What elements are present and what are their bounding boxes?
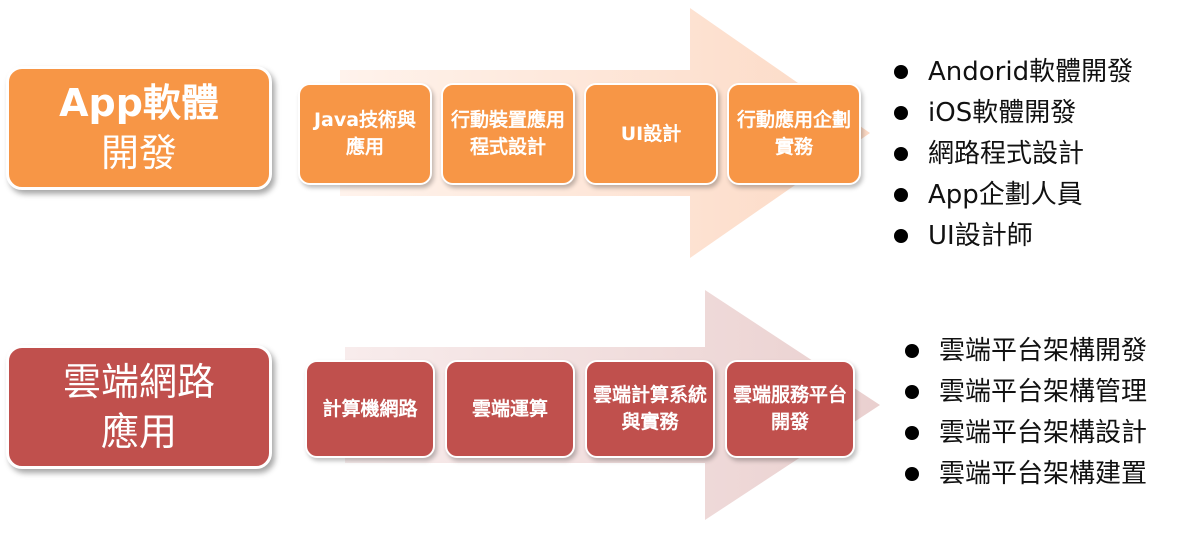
bullet-icon xyxy=(905,344,919,358)
bullet-icon xyxy=(905,385,919,399)
app-development-title: App軟體 開發 xyxy=(6,66,272,190)
list-item: 雲端平台架構建置 xyxy=(905,454,1147,495)
list-item-label: 雲端平台架構管理 xyxy=(939,377,1148,407)
list-item: Andorid軟體開發 xyxy=(894,52,1133,93)
list-item-label: iOS軟體開發 xyxy=(928,98,1077,128)
cloud-career-list: 雲端平台架構開發 雲端平台架構管理 雲端平台架構設計 雲端平台架構建置 xyxy=(905,331,1147,495)
list-item-label: App企劃人員 xyxy=(928,180,1083,210)
list-item: 網路程式設計 xyxy=(894,134,1133,175)
list-item: App企劃人員 xyxy=(894,175,1133,216)
bullet-icon xyxy=(894,106,908,120)
list-item: UI設計師 xyxy=(894,216,1133,257)
step-cloud-platform: 雲端服務平台開發 xyxy=(725,360,855,458)
list-item-label: 雲端平台架構開發 xyxy=(939,336,1148,366)
list-item: 雲端平台架構管理 xyxy=(905,372,1147,413)
step-mobile-planning: 行動應用企劃實務 xyxy=(727,83,861,185)
bullet-icon xyxy=(894,65,908,79)
bullet-icon xyxy=(894,188,908,202)
list-item-label: 網路程式設計 xyxy=(928,139,1085,169)
step-ui-design: UI設計 xyxy=(584,83,718,185)
app-career-list: Andorid軟體開發 iOS軟體開發 網路程式設計 App企劃人員 UI設計師 xyxy=(894,52,1133,257)
title-line: 開發 xyxy=(100,131,177,175)
bullet-icon xyxy=(905,467,919,481)
cloud-network-title: 雲端網路 應用 xyxy=(6,345,272,469)
list-item-label: Andorid軟體開發 xyxy=(928,57,1134,87)
step-cloud-systems: 雲端計算系統與實務 xyxy=(585,360,715,458)
list-item-label: UI設計師 xyxy=(928,221,1033,251)
list-item: 雲端平台架構開發 xyxy=(905,331,1147,372)
list-item-label: 雲端平台架構建置 xyxy=(939,459,1148,489)
list-item: iOS軟體開發 xyxy=(894,93,1133,134)
step-java: Java技術與應用 xyxy=(298,83,432,185)
list-item: 雲端平台架構設計 xyxy=(905,413,1147,454)
title-line: 應用 xyxy=(100,410,177,454)
bullet-icon xyxy=(905,426,919,440)
step-mobile-app-design: 行動裝置應用程式設計 xyxy=(441,83,575,185)
list-item-label: 雲端平台架構設計 xyxy=(939,418,1148,448)
bullet-icon xyxy=(894,147,908,161)
step-computer-networks: 計算機網路 xyxy=(305,360,435,458)
step-cloud-computing: 雲端運算 xyxy=(445,360,575,458)
title-line: 雲端網路 xyxy=(62,360,215,404)
bullet-icon xyxy=(894,229,908,243)
title-line: App軟體 xyxy=(59,81,219,125)
